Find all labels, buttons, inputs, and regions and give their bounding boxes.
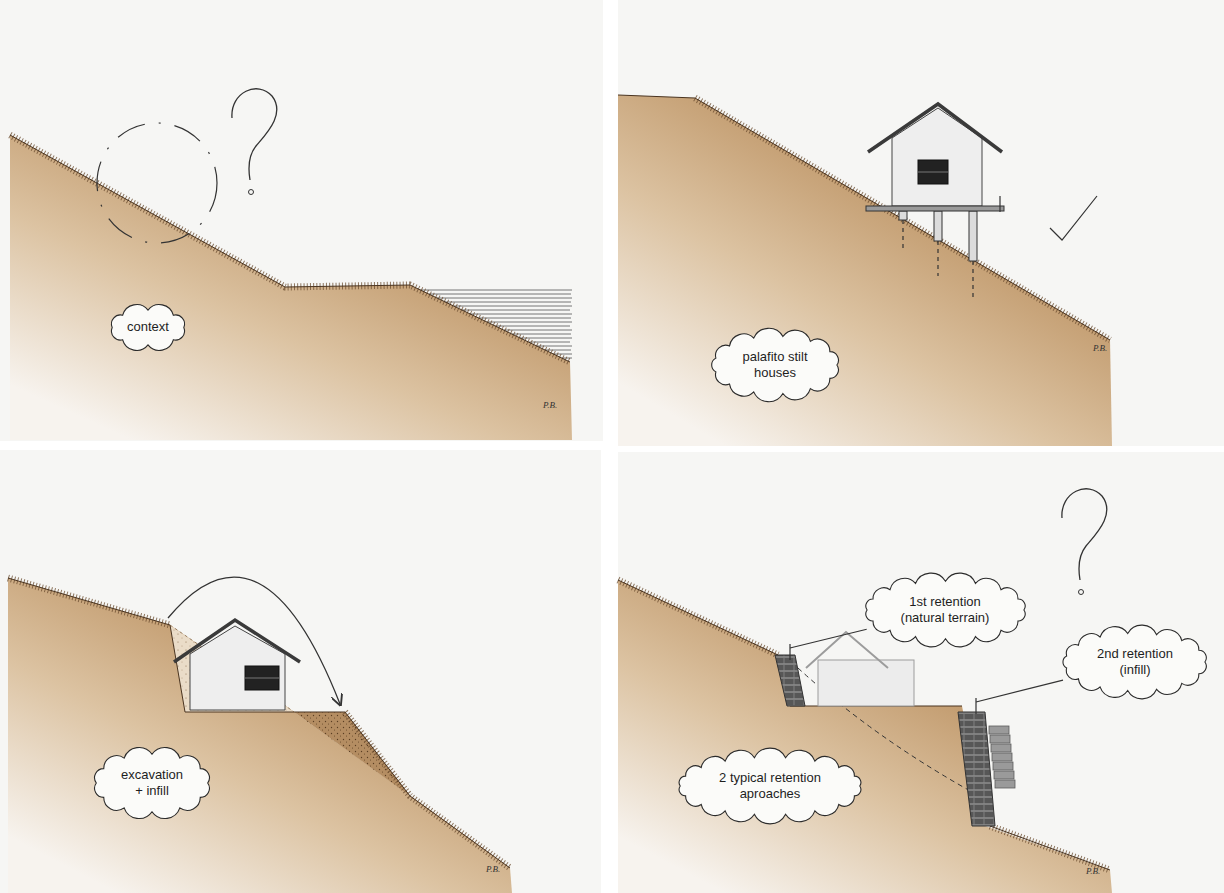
- terrain-line: [618, 95, 1110, 340]
- question-mark: [232, 89, 277, 195]
- infill-soil: [294, 712, 410, 796]
- wall-steps: [989, 726, 1015, 788]
- cloud-text: excavation + infill: [117, 767, 187, 799]
- excavated-soil-texture: [170, 625, 294, 712]
- cloud-text: 2 typical retention aproaches: [711, 770, 829, 802]
- callout-text: excavation + infill: [117, 767, 187, 799]
- soil-section: [8, 578, 512, 893]
- cloud-text: 2nd retention (infill): [1090, 646, 1180, 678]
- stilt-panel: [618, 95, 1112, 446]
- cloud-outline-path: [711, 328, 838, 401]
- callout-cloud: context: [103, 301, 193, 354]
- house: [174, 620, 300, 710]
- signature: P.B.: [1086, 866, 1100, 877]
- stilt-posts: [899, 211, 977, 300]
- terrain-hatch: [8, 578, 510, 868]
- original-terrain: [170, 625, 294, 712]
- signature: P.B.: [486, 864, 500, 875]
- context-panel: [10, 89, 572, 440]
- house: [806, 632, 914, 706]
- soil-section: [618, 580, 1112, 893]
- water-hatch: [420, 290, 572, 358]
- cloud-outline-path: [111, 304, 184, 350]
- callout-text: 2nd retention (infill): [1090, 646, 1180, 678]
- callout-cloud: palafito stilt houses: [705, 327, 846, 403]
- check-mark: [1050, 196, 1097, 240]
- callout-cloud: 1st retention (natural terrain): [858, 572, 1033, 648]
- callout-text: 1st retention (natural terrain): [894, 594, 996, 626]
- panel-ground: [618, 0, 1224, 446]
- panel-ground: [0, 450, 601, 893]
- terrain-line: [10, 135, 570, 362]
- retention-panel: [618, 489, 1112, 893]
- soil-section: [618, 95, 1112, 446]
- panel-ground: [0, 0, 603, 441]
- cloud-text: 1st retention (natural terrain): [894, 594, 996, 626]
- callout-text: palafito stilt houses: [736, 349, 814, 381]
- callout-text: context: [127, 319, 169, 335]
- terrain-line: [618, 580, 1110, 870]
- callout-cloud: 2nd retention (infill): [1056, 624, 1214, 700]
- cloud-outline-path: [1063, 625, 1206, 699]
- leader-line: [976, 680, 1063, 702]
- cloud-outline-path: [679, 748, 861, 824]
- signature: P.B.: [1093, 343, 1107, 354]
- cloud-outline-path: [865, 573, 1024, 647]
- signature: P.B.: [543, 400, 557, 411]
- stilt-house: [866, 104, 1004, 212]
- callout-text: 2 typical retention aproaches: [711, 770, 829, 802]
- question-mark: [1062, 489, 1107, 595]
- excavated-soil: [170, 625, 294, 712]
- callout-cloud: 2 typical retention aproaches: [671, 748, 869, 824]
- cloud-text: context: [127, 319, 169, 335]
- site-circle: [97, 123, 217, 243]
- leader-line: [790, 629, 867, 648]
- excavation-panel: [8, 577, 512, 893]
- leader-tick: [790, 644, 976, 714]
- cloud-text: palafito stilt houses: [736, 349, 814, 381]
- retaining-wall: [775, 655, 805, 706]
- panel-ground: [618, 452, 1224, 893]
- terrain-hatch: [10, 135, 570, 362]
- callout-cloud: excavation + infill: [87, 745, 217, 821]
- transfer-arrow: [168, 577, 340, 704]
- infill-soil-texture: [294, 712, 410, 796]
- cloud-outline-path: [95, 747, 210, 818]
- terrain-line: [8, 578, 510, 868]
- soil-section: [10, 135, 572, 440]
- terrain-hatch: [618, 580, 1110, 870]
